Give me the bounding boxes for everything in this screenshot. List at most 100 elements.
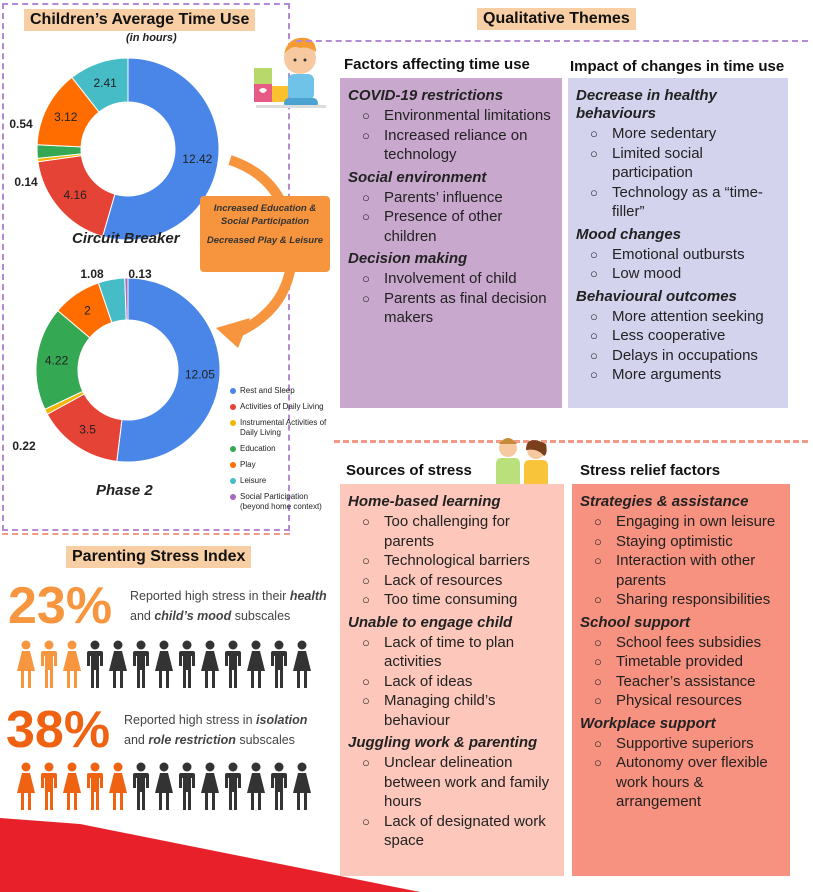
list-item: Technology as a “time-filler” [576,183,780,222]
list-item: More sedentary [576,124,780,144]
theme-list: Supportive superiorsAutonomy over flexib… [580,734,782,812]
slice-label: 0.13 [128,267,152,281]
psi-row2-people [16,762,315,812]
list-item: Environmental limitations [348,106,554,126]
transition-text-decrease: Decreased Play & Leisure [206,235,324,246]
slice-label: 3.5 [79,423,96,437]
theme-list: School fees subsidiesTimetable providedT… [580,633,782,711]
woman-icon [63,640,81,688]
man-icon [179,762,195,810]
parents-icon [496,438,548,488]
left-bottom-divider [2,533,290,535]
woman-icon [201,640,219,688]
list-item: Lack of time to plan activities [348,633,556,672]
legend-label: Education [240,444,276,453]
list-item: Parents as final decision makers [348,289,554,328]
transition-box: Increased Education & Social Participati… [200,196,330,272]
slice-label: 0.54 [9,117,33,131]
list-item: Supportive superiors [580,734,782,754]
slice-social-participation-beyond-home-context- [124,277,129,321]
man-icon [225,762,241,810]
man-icon [41,762,57,810]
man-icon [225,640,241,688]
theme-list: More attention seekingLess cooperativeDe… [576,307,780,385]
theme-group-title: Mood changes [576,225,682,243]
slice-label: 2 [84,304,91,318]
woman-icon [63,762,81,810]
list-item: Unclear delineation between work and fam… [348,753,556,812]
woman-icon [247,640,265,688]
list-item: School fees subsidies [580,633,782,653]
man-icon [133,762,149,810]
legend-item: Education [230,444,330,454]
slice-rest-and-sleep [102,57,220,241]
man-icon [271,762,287,810]
factors-box: COVID-19 restrictionsEnvironmental limit… [340,78,562,408]
slice-label: 2.41 [93,76,117,90]
woman-icon [247,762,265,810]
list-item: Technological barriers [348,551,556,571]
list-item: Too time consuming [348,590,556,610]
man-icon [41,640,57,688]
man-icon [87,640,103,688]
list-item: Limited social participation [576,144,780,183]
factors-heading: Factors affecting time use [344,56,530,73]
list-item: Less cooperative [576,326,780,346]
legend-swatch [230,388,236,394]
time-use-subtitle: (in hours) [126,32,177,44]
slice-leisure [71,57,129,113]
slice-label: 4.16 [63,188,87,202]
theme-list: Engaging in own leisureStaying optimisti… [580,512,782,610]
themes-middle-divider [334,440,808,443]
list-item: Lack of resources [348,571,556,591]
corner-decoration [0,818,420,892]
theme-list: Environmental limitationsIncreased relia… [348,106,554,165]
impact-box: Decrease in healthy behavioursMore seden… [568,78,788,408]
slice-label: 4.22 [45,354,69,368]
list-item: Sharing responsibilities [580,590,782,610]
legend-swatch [230,478,236,484]
list-item: Managing child’s behaviour [348,691,556,730]
slice-label: 12.42 [182,152,212,166]
list-item: Parents’ influence [348,188,554,208]
theme-group-title: Behavioural outcomes [576,287,737,305]
time-use-title: Children’s Average Time Use [24,9,256,31]
legend-item: Play [230,460,330,470]
man-icon [133,640,149,688]
slice-label: 3.12 [54,110,78,124]
themes-title: Qualitative Themes [477,8,636,30]
circuit-breaker-donut: 12.424.160.140.543.122.41 [9,57,220,241]
list-item: Involvement of child [348,269,554,289]
list-item: Lack of ideas [348,672,556,692]
woman-icon [293,640,311,688]
list-item: Increased reliance on technology [348,126,554,165]
legend-label: Instrumental Activities of Daily Living [240,418,327,437]
man-icon [87,762,103,810]
theme-group-title: COVID-19 restrictions [348,87,504,104]
theme-group-title: Decrease in healthy behaviours [576,87,717,122]
theme-group-title: Unable to engage child [348,613,513,631]
legend-label: Rest and Sleep [240,386,295,395]
woman-icon [17,640,35,688]
relief-heading: Stress relief factors [580,462,721,479]
phase2-caption: Phase 2 [96,482,153,499]
list-item: Delays in occupations [576,346,780,366]
list-item: Emotional outbursts [576,245,780,265]
list-item: Teacher’s assistance [580,672,782,692]
woman-icon [17,762,35,810]
theme-list: Unclear delineation between work and fam… [348,753,556,851]
child-playing-icon [254,37,326,108]
legend-swatch [230,494,236,500]
theme-group-title: Social environment [348,168,487,186]
legend-item: Instrumental Activities of Daily Living [230,418,330,438]
legend-label: Activities of Daily Living [240,402,324,411]
slice-rest-and-sleep [116,277,221,463]
theme-group-title: School support [580,613,690,631]
themes-top-divider [296,40,808,42]
list-item: Lack of designated work space [348,812,556,851]
theme-group-title: Juggling work & parenting [348,734,538,751]
legend-item: Social Participation (beyond home contex… [230,492,330,512]
list-item: Physical resources [580,691,782,711]
slice-label: 1.08 [80,267,104,281]
